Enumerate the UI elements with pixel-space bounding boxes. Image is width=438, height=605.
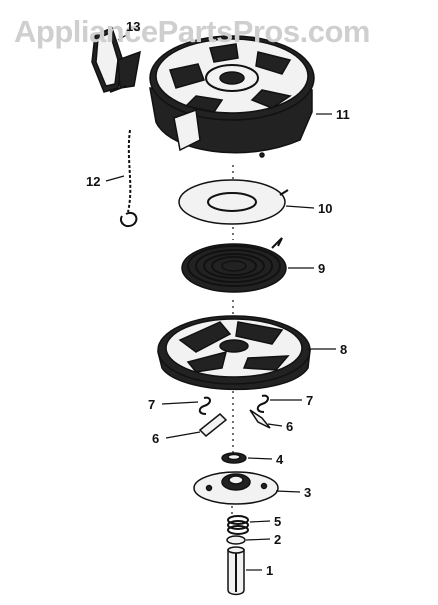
center-spring	[227, 515, 249, 535]
retainer-washer	[221, 452, 247, 464]
small-washer	[226, 535, 246, 545]
callout-1: 1	[266, 563, 274, 578]
callout-11: 11	[336, 107, 350, 122]
retainer-plate	[193, 471, 279, 505]
callout-6-left: 6	[152, 431, 160, 446]
leader-6-right	[267, 423, 283, 427]
leader-5	[249, 520, 271, 523]
callout-4: 4	[276, 452, 284, 467]
starter-rope	[127, 129, 132, 213]
leader-2	[245, 538, 271, 541]
assembly-axis	[231, 165, 234, 515]
center-screw	[227, 546, 245, 596]
starter-handle	[91, 27, 141, 93]
leader-6-left	[165, 431, 201, 439]
leader-7-left	[161, 401, 199, 405]
leader-3	[275, 490, 301, 493]
callout-9: 9	[318, 261, 326, 276]
pawl-spring-left	[198, 396, 211, 415]
watermark-text: AppliancePartsPros.com	[14, 14, 370, 49]
starter-housing	[149, 35, 315, 158]
recoil-spring	[181, 237, 287, 293]
callout-12: 12	[86, 174, 101, 189]
callout-8: 8	[340, 342, 348, 357]
washer-disc	[178, 179, 289, 225]
callout-7-right: 7	[306, 393, 314, 408]
starter-pulley	[157, 315, 311, 391]
rope-knot	[120, 212, 138, 228]
callout-7-left: 7	[148, 397, 156, 412]
callout-10: 10	[318, 201, 333, 216]
callout-13: 13	[126, 19, 141, 34]
pawl-right	[249, 409, 271, 429]
callout-5: 5	[274, 514, 282, 529]
pawl-left	[198, 412, 228, 438]
leader-10	[285, 205, 315, 209]
callout-6-right: 6	[286, 419, 294, 434]
leader-12	[105, 175, 125, 182]
pawl-spring-right	[256, 394, 269, 413]
callout-3: 3	[304, 485, 312, 500]
leader-13	[117, 33, 129, 41]
leader-4	[247, 457, 273, 460]
callout-2: 2	[274, 532, 282, 547]
